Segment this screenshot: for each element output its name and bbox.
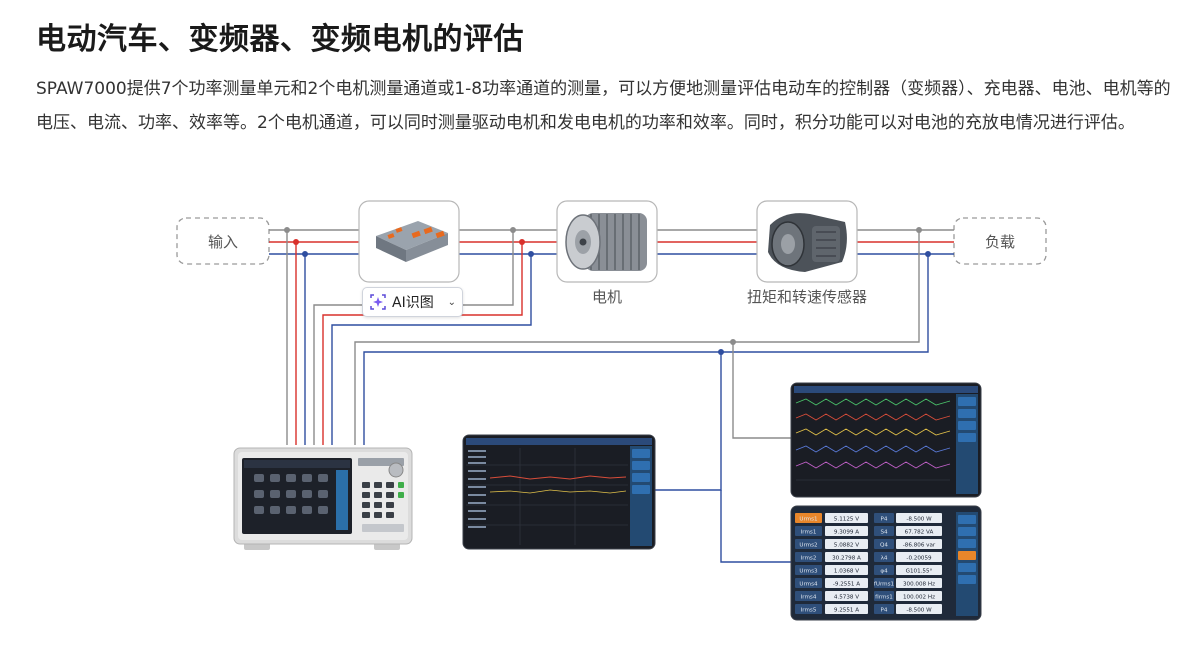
numeric-cell-bg [825, 526, 868, 536]
numeric-param-value: -0.20059 [906, 556, 932, 562]
numeric-cell-bg [825, 591, 868, 601]
input-box [176, 217, 270, 265]
motor-label: 电机 [592, 288, 622, 306]
numeric-cell-bg [874, 565, 894, 575]
numeric-param-value: -9.2551 A [833, 582, 860, 588]
numeric-rows: Urms1 5.1125 V P4 -8.500 W Irms1 9.3099 A S4 67… [795, 513, 942, 614]
numeric-param-label: Urms2 [799, 543, 817, 549]
power-analyzer-image [233, 447, 413, 550]
numeric-cell-bg [874, 604, 894, 614]
numeric-cell-bg [896, 604, 942, 614]
inverter-image [358, 200, 460, 283]
numeric-cell-bg [896, 539, 942, 549]
numeric-param-label: Irms5 [801, 608, 817, 614]
numeric-screen: Urms1 5.1125 V P4 -8.500 W Irms1 9.3099 A S4 67… [790, 505, 982, 621]
waveform-screen-right [790, 382, 982, 498]
numeric-cell-bg [874, 591, 894, 601]
numeric-param-label: Urms1 [799, 517, 818, 523]
numeric-param-value: 5.1125 V [834, 517, 859, 523]
numeric-param-value: 300.008 Hz [903, 582, 935, 588]
numeric-cell-bg [874, 578, 894, 588]
junction-dots [284, 227, 931, 355]
numeric-param-label: Urms4 [799, 582, 818, 588]
numeric-param-value: 9.3099 A [834, 530, 859, 536]
numeric-param-value: -8.500 W [906, 608, 932, 614]
numeric-cell-bg [825, 604, 868, 614]
numeric-param-value: 30.2798 A [832, 556, 861, 562]
numeric-param-label: Irms4 [801, 595, 817, 601]
numeric-param-value: 1.0368 V [834, 569, 859, 575]
numeric-cell-bg [896, 565, 942, 575]
numeric-param-value: -86.806 var [903, 543, 936, 549]
numeric-cell-bg [896, 526, 942, 536]
numeric-param-label: S4 [880, 530, 888, 536]
load-box [953, 217, 1047, 265]
numeric-param-value: 100.002 Hz [903, 595, 935, 601]
sparkle-icon [369, 293, 387, 311]
numeric-cell-bg [795, 578, 822, 588]
numeric-cell-bg [825, 513, 868, 523]
numeric-param-label: φ4 [880, 569, 888, 575]
numeric-cell-bg [795, 552, 822, 562]
numeric-param-label: Q4 [880, 543, 888, 549]
numeric-param-value: 9.2551 A [834, 608, 859, 614]
torque-sensor-image [756, 200, 858, 283]
numeric-cell-bg [896, 513, 942, 523]
chevron-down-icon: ⌄ [447, 296, 456, 308]
numeric-cell-bg [795, 604, 822, 614]
numeric-cell-bg [795, 565, 822, 575]
sensor-label: 扭矩和转速传感器 [747, 288, 867, 306]
numeric-cell-bg [825, 565, 868, 575]
numeric-cell-bg [825, 539, 868, 549]
ai-recognize-label: AI识图 [392, 295, 434, 311]
numeric-cell-bg [896, 552, 942, 562]
numeric-param-label: Urms3 [799, 569, 818, 575]
numeric-param-label: P4 [881, 517, 888, 523]
numeric-cell-bg [825, 578, 868, 588]
numeric-cell-bg [896, 578, 942, 588]
numeric-param-value: -8.500 W [906, 517, 932, 523]
numeric-cell-bg [896, 591, 942, 601]
numeric-cell-bg [874, 513, 894, 523]
numeric-param-value: 4.5738 V [834, 595, 859, 601]
waveform-screen-left [462, 434, 656, 550]
numeric-param-label: λ4 [881, 556, 888, 562]
input-label: 输入 [208, 233, 238, 251]
load-label: 负载 [985, 233, 1015, 251]
numeric-cell-bg [874, 539, 894, 549]
numeric-param-value: G101.55° [906, 569, 933, 575]
numeric-cell-bg [795, 526, 822, 536]
numeric-param-value: 67.782 VA [905, 530, 934, 536]
numeric-cell-bg [795, 539, 822, 549]
numeric-param-label: Irms1 [801, 530, 817, 536]
numeric-param-label: P4 [881, 608, 888, 614]
numeric-cell-bg [795, 513, 822, 523]
motor-image [556, 200, 658, 283]
numeric-param-value: 5.0882 V [834, 543, 859, 549]
numeric-cell-bg [795, 591, 822, 601]
numeric-cell-bg [874, 526, 894, 536]
numeric-param-label: Irms2 [801, 556, 817, 562]
description-paragraph: SPAW7000提供7个功率测量单元和2个电机测量通道或1-8功率通道的测量，可… [36, 79, 1171, 133]
numeric-cell-bg [874, 552, 894, 562]
numeric-param-label: fIrms1 [875, 595, 893, 601]
numeric-param-label: fUrms1 [874, 582, 895, 588]
ai-recognize-button[interactable]: AI识图 ⌄ [362, 287, 463, 317]
page-title: 电动汽车、变频器、变频电机的评估 [36, 22, 524, 57]
numeric-cell-bg [825, 552, 868, 562]
